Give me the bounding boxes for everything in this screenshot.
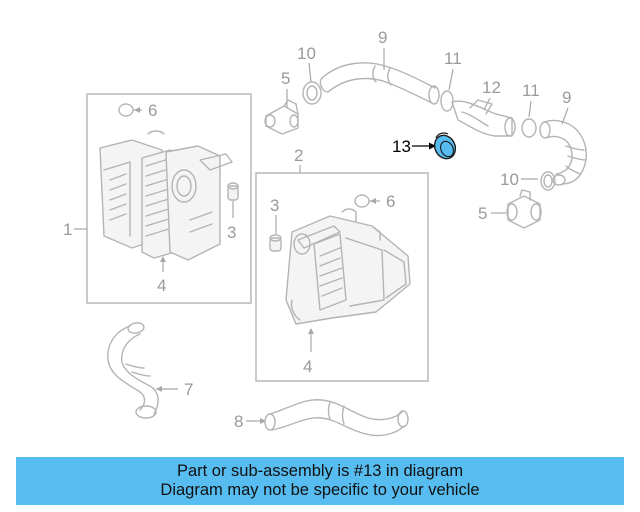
hose-clamp-13-highlighted: [433, 132, 457, 160]
callout-4-left: 4: [157, 276, 166, 295]
callout-3-left: 3: [227, 223, 236, 242]
callout-9-right: 9: [562, 88, 571, 107]
callout-8: 8: [234, 412, 243, 431]
hose-clamp-11-top: [440, 90, 454, 112]
leader-line: [528, 100, 532, 118]
callout-11-right: 11: [522, 81, 540, 100]
hose-clamp-10-right: [540, 171, 556, 191]
intake-hose-9-top: [319, 62, 440, 105]
callout-13: 13: [392, 137, 411, 156]
info-banner: Part or sub-assembly is #13 in diagram D…: [16, 457, 624, 505]
intake-hose-9-right: [539, 119, 587, 186]
callout-5-top: 5: [281, 69, 290, 88]
callout-12: 12: [482, 78, 501, 97]
callout-10-right: 10: [500, 170, 519, 189]
callout-6-right: 6: [386, 192, 395, 211]
grommet-3-right: [269, 234, 282, 252]
assembly-box-1: [86, 93, 252, 304]
leader-line: [448, 68, 454, 91]
air-cleaner-housing-right: [285, 208, 411, 325]
callout-9-top: 9: [378, 28, 387, 47]
seal-6-right: [354, 194, 370, 208]
air-hose-8: [264, 399, 409, 437]
callout-5-right: 5: [478, 204, 487, 223]
throttle-pipe-12: [451, 99, 516, 137]
arrowhead-icon: [429, 142, 436, 150]
callout-11-top: 11: [444, 49, 462, 68]
callout-3-right: 3: [270, 196, 279, 215]
assembly-box-2: [255, 172, 429, 382]
air-hose-7: [107, 322, 159, 419]
leader-line: [308, 62, 312, 83]
seal-6-left: [118, 103, 134, 117]
grommet-3-left: [227, 182, 239, 201]
callout-1: 1: [63, 220, 72, 239]
mass-airflow-sensor-5-right: [506, 189, 542, 229]
callout-10-top: 10: [297, 44, 316, 63]
banner-line-1: Part or sub-assembly is #13 in diagram: [176, 462, 464, 480]
callout-6-left: 6: [148, 101, 157, 120]
hose-clamp-10: [302, 81, 322, 105]
air-cleaner-housing-left: [99, 130, 233, 261]
mass-airflow-sensor-5-top: [264, 99, 299, 135]
callout-7: 7: [184, 380, 193, 399]
callout-2: 2: [294, 146, 303, 165]
banner-line-2: Diagram may not be specific to your vehi…: [160, 481, 480, 499]
callout-4-right: 4: [303, 357, 312, 376]
leader-line: [483, 97, 491, 111]
hose-clamp-11-right: [521, 118, 537, 138]
